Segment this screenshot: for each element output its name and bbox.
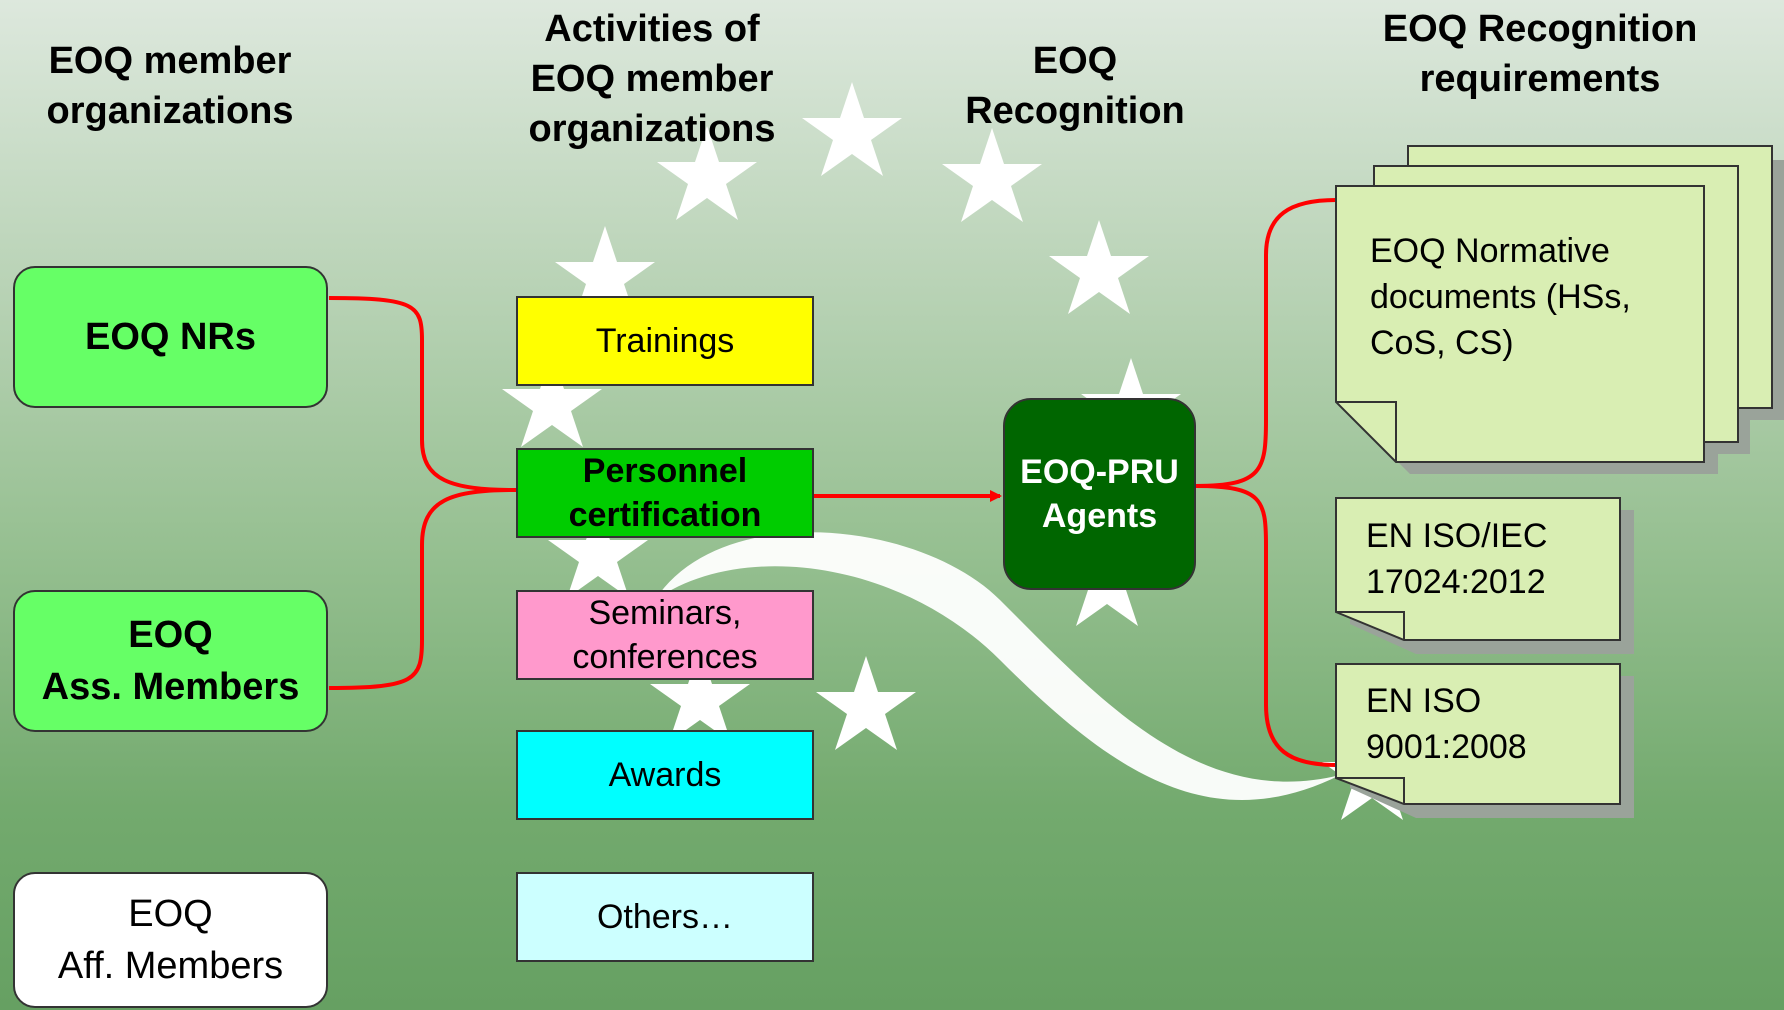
member-box-nrs: EOQ NRs	[13, 266, 328, 408]
member-box-aff-members: EOQ Aff. Members	[13, 872, 328, 1008]
doc-label-9001: EN ISO 9001:2008	[1366, 682, 1527, 766]
member-box-ass-members: EOQ Ass. Members	[13, 590, 328, 732]
doc-label-normative: EOQ Normative documents (HSs, CoS, CS)	[1370, 232, 1631, 362]
member-label: EOQ Ass. Members	[41, 614, 300, 708]
activity-label: Trainings	[595, 322, 735, 360]
activity-others: Others…	[516, 872, 814, 962]
agent-box: EOQ-PRU Agents	[1003, 398, 1196, 590]
activity-label: Awards	[608, 756, 722, 794]
connector-ass-members	[328, 488, 517, 690]
activity-label: Others…	[596, 898, 734, 936]
heading-recognition: EOQ Recognition	[965, 40, 1185, 132]
activity-seminars: Seminars, conferences	[516, 590, 814, 680]
member-label: EOQ Aff. Members	[57, 893, 284, 987]
connector-nrs	[328, 296, 517, 492]
activity-awards: Awards	[516, 730, 814, 820]
heading-requirements: EOQ Recognition requirements	[1382, 8, 1698, 100]
white-swoosh	[655, 532, 1340, 801]
connector-agents-iso9001	[1195, 484, 1337, 767]
heading-member-orgs: EOQ member organizations	[46, 40, 294, 132]
activity-label: Personnel certification	[568, 452, 762, 534]
doc-9001	[1335, 663, 1634, 818]
connector-agents-normative	[1195, 198, 1337, 488]
doc-stack-normative	[1335, 145, 1784, 474]
activity-personnel-certification: Personnel certification	[516, 448, 814, 538]
member-label: EOQ NRs	[84, 316, 257, 358]
agent-label: EOQ-PRU Agents	[1020, 453, 1179, 535]
activity-label: Seminars, conferences	[572, 594, 758, 676]
activity-trainings: Trainings	[516, 296, 814, 386]
doc-label-17024: EN ISO/IEC 17024:2012	[1366, 517, 1548, 601]
heading-activities: Activities of EOQ member organizations	[528, 8, 776, 150]
doc-17024	[1335, 497, 1634, 654]
